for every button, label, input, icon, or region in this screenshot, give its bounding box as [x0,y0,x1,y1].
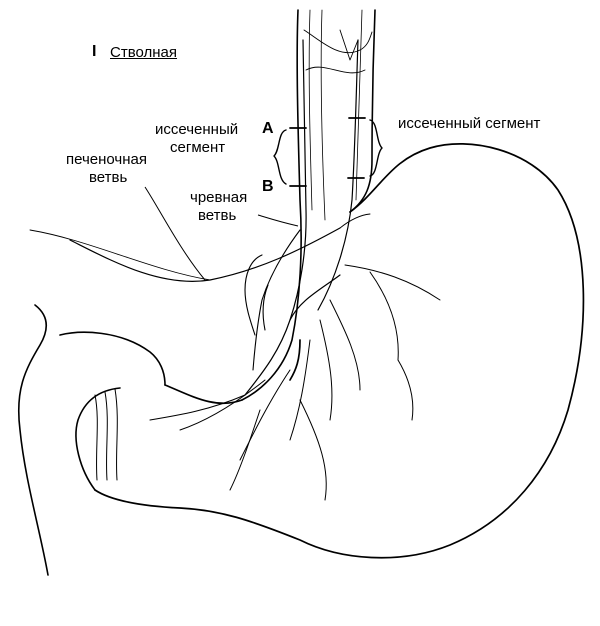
section-title: Стволная [110,44,178,61]
hepatic-branch-label-line1: печеночная [66,151,147,168]
excised-segment-left [289,127,307,187]
hepatic-leader-line [144,186,206,281]
esophagus [241,9,376,401]
celiac-branch [244,229,301,371]
hepatic-branch-label-line2: ветвь [89,169,128,186]
section-numeral: I [92,43,97,60]
celiac-branch-label-line1: чревная [190,189,248,206]
duodenum [17,304,166,576]
excised-segment-right [347,117,366,179]
point-a-label: A [262,120,274,137]
celiac-branch-label-line2: ветвь [198,207,237,224]
vagus-trunks [244,39,359,396]
celiac-leader-line [257,214,299,227]
excised-segment-right-label: иссеченный сегмент [398,115,541,132]
excised-segment-left-label-line1: иссеченный [155,121,239,138]
brace-left [273,129,287,185]
gastric-branches [149,264,441,501]
hepatic-branch [29,213,371,282]
excised-segment-left-label-line2: сегмент [170,139,226,156]
brace-right [369,119,383,177]
point-b-label: B [262,178,274,195]
